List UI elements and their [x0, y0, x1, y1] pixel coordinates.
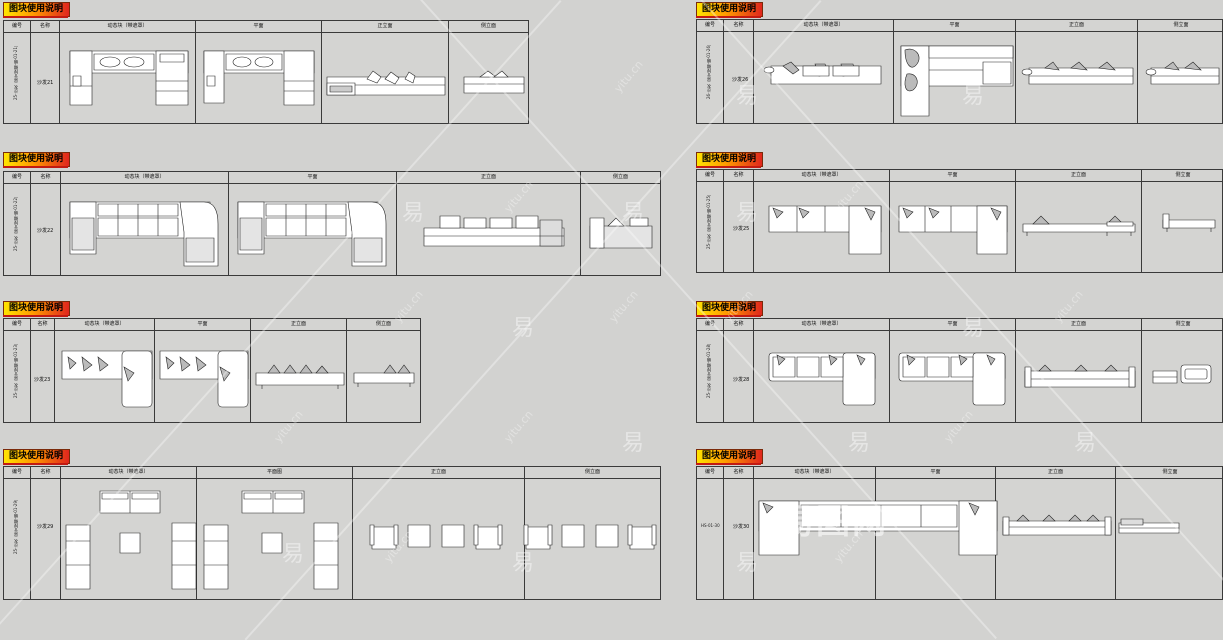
watermark-site: yitu.cn — [606, 288, 641, 325]
block-name: 沙发21 — [37, 80, 54, 86]
sofa-plan-drawing — [238, 198, 386, 270]
watermark-site: yitu.cn — [611, 58, 646, 95]
sofa-plan-drawing — [160, 349, 248, 409]
sofa-front-elevation-drawing — [1003, 511, 1111, 539]
header-dynamic-block: 动态块（带遮罩） — [60, 21, 196, 33]
block-table: 编号 名称 动态块（带遮罩） 平面 正立面 侧立面 HS-01-30 沙发30 — [696, 466, 1223, 600]
sofa-front-elevation-drawing — [424, 210, 564, 250]
sofa-dynamic-block-drawing — [66, 489, 196, 591]
block-instructions-tag: 图块使用说明 — [696, 449, 764, 465]
watermark-glyph: 易 — [1074, 431, 1097, 456]
block-instructions-tag: 图块使用说明 — [3, 2, 71, 18]
sofa-front-elevation-drawing — [1021, 60, 1135, 88]
watermark-glyph: 易 — [622, 431, 645, 456]
sofa-plan-drawing — [204, 489, 344, 591]
sofa-front-elevation-drawing — [1023, 212, 1135, 236]
watermark-glyph: 易 — [848, 431, 871, 456]
block-instructions-tag: 图块使用说明 — [696, 2, 764, 18]
block-table: 编号 名称 动态块（带遮罩） 平面图 正立面 侧立面 25-沙发（原文按编-编-… — [3, 466, 661, 600]
sofa-side-elevation-drawing — [1145, 60, 1221, 88]
block-instructions-tag: 图块使用说明 — [3, 152, 71, 168]
sofa-side-elevation-drawing — [590, 212, 652, 250]
sofa-front-elevation-drawing — [327, 69, 445, 97]
header-plan: 平面 — [196, 21, 322, 33]
sofa-dynamic-block-drawing — [769, 351, 875, 407]
block-instructions-tag: 图块使用说明 — [3, 301, 71, 317]
sofa-plan-drawing — [899, 204, 1007, 256]
block-instructions-tag: 图块使用说明 — [3, 449, 71, 465]
block-instructions-tag: 图块使用说明 — [696, 152, 764, 168]
block-table: 编号 名称 动态块（带遮罩） 平面 正立面 侧立面 25-沙发（原文按编-编-0… — [696, 169, 1223, 273]
block-table: 编号 名称 动态块（带遮罩） 平面 正立面 侧立面 25-沙发（原文按编-编-0… — [3, 318, 421, 423]
block-table: 编号 名称 动态块（带遮罩） 平面 正立面 侧立面 25-沙发（原文按编-编-0… — [696, 318, 1223, 423]
sofa-side-elevation-drawing — [464, 69, 524, 95]
sofa-dynamic-block-drawing — [70, 46, 188, 108]
sofa-side-elevation-drawing — [1163, 210, 1215, 234]
sofa-plan-drawing — [204, 46, 314, 108]
block-code: 25-沙发（原文按编-编-01-21） — [13, 43, 18, 101]
sofa-side-elevation-drawing — [354, 363, 414, 389]
header-side-elevation: 侧立面 — [449, 21, 528, 33]
sofa-dynamic-block-drawing — [70, 198, 218, 270]
block-table: 编号 名称 动态块（带遮罩） 平面 正立面 侧立面 26-沙发（原文按编-编-0… — [696, 19, 1223, 124]
sofa-front-elevation-drawing — [256, 361, 344, 391]
sofa-plan-drawing — [899, 351, 1005, 407]
block-table: 编号 名称 动态块（带遮罩） 平面 正立面 侧立面 25-沙发（原文按编-编-0… — [3, 171, 661, 276]
sofa-dynamic-block-drawing — [763, 60, 883, 88]
sofa-side-elevation-drawing — [1153, 363, 1213, 385]
header-code: 编号 — [4, 21, 31, 33]
header-name: 名称 — [31, 21, 60, 33]
block-instructions-tag: 图块使用说明 — [696, 301, 764, 317]
sofa-dynamic-block-drawing — [62, 349, 152, 409]
sofa-side-elevation-drawing — [526, 521, 660, 553]
sofa-front-elevation-drawing — [1025, 363, 1135, 391]
watermark-site: yitu.cn — [501, 408, 536, 445]
sofa-front-elevation-drawing — [372, 521, 506, 553]
watermark-glyph: 易 — [512, 316, 535, 341]
sofa-dynamic-block-drawing — [759, 499, 999, 557]
sofa-side-elevation-drawing — [1119, 515, 1179, 537]
sofa-plan-drawing — [901, 44, 1013, 118]
header-front-elevation: 正立面 — [322, 21, 449, 33]
block-table: 编号 名称 动态块（带遮罩） 平面 正立面 侧立面 25-沙发（原文按编-编-0… — [3, 20, 529, 124]
sofa-dynamic-block-drawing — [769, 204, 881, 256]
